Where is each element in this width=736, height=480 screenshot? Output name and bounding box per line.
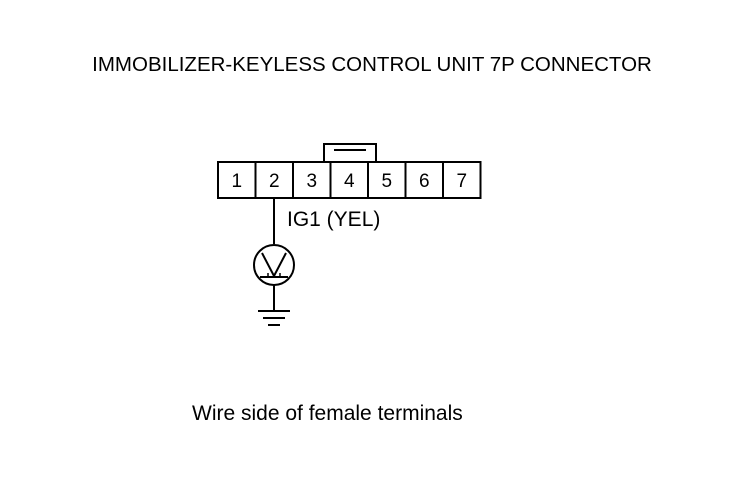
- terminal-4: 4: [344, 171, 355, 192]
- terminal-2: 2: [269, 171, 280, 192]
- voltmeter-icon: [253, 244, 295, 286]
- terminal-3: 3: [306, 171, 317, 192]
- terminal-6: 6: [419, 171, 430, 192]
- diagram-caption: Wire side of female terminals: [192, 402, 463, 425]
- diagram-title: IMMOBILIZER-KEYLESS CONTROL UNIT 7P CONN…: [92, 53, 652, 76]
- connector-body: [217, 161, 482, 199]
- connector-7p: 1 2 3 4 5 6 7: [217, 161, 482, 199]
- ground-icon: [258, 310, 290, 326]
- connector-lock-tab: [323, 143, 377, 163]
- terminal-5: 5: [381, 171, 392, 192]
- terminal-1: 1: [231, 171, 242, 192]
- wire-label: IG1 (YEL): [287, 208, 380, 231]
- terminal-7: 7: [456, 171, 467, 192]
